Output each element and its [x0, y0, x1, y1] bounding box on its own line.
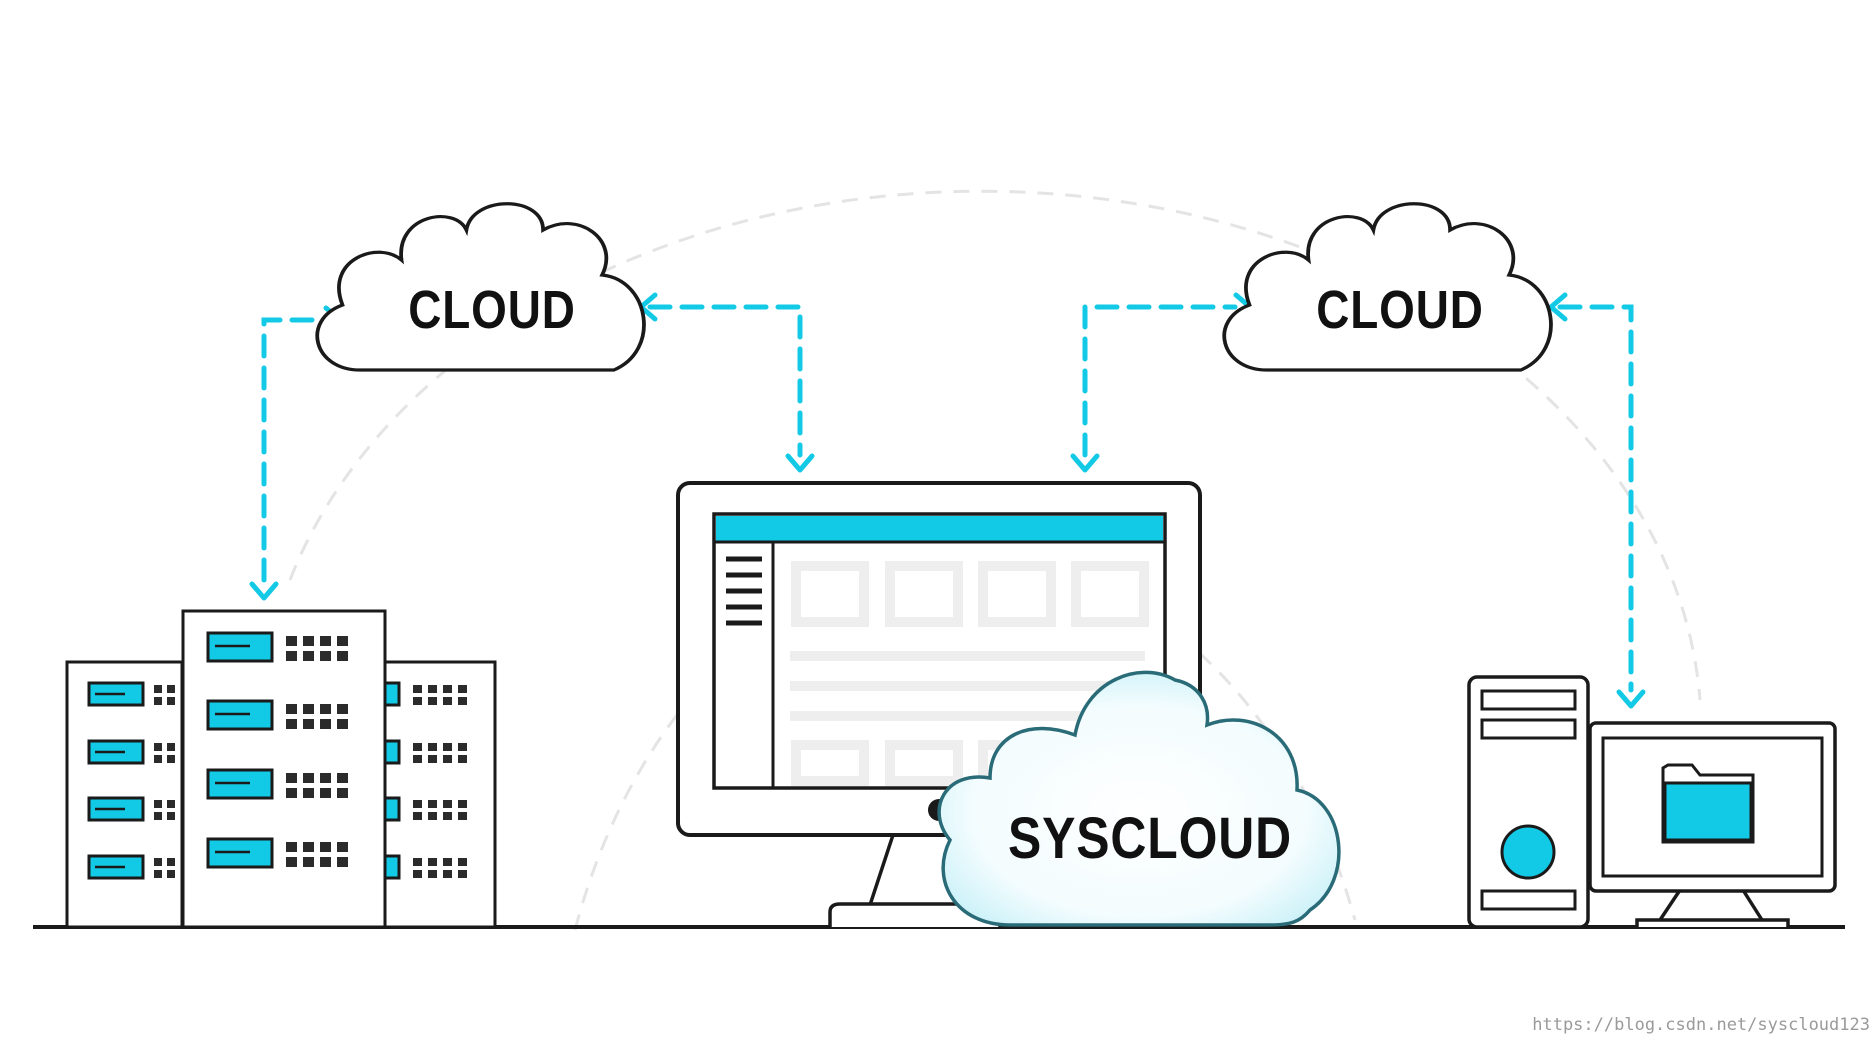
arrow-into-cloud-right-b — [1548, 292, 1568, 322]
monitor-base — [828, 902, 1002, 927]
monitor-content-placeholders — [790, 561, 1149, 786]
syscloud-label: SYSCLOUD — [1008, 807, 1292, 871]
cloud-right-label: CLOUD — [1316, 280, 1483, 340]
cloud-left: CLOUD — [315, 201, 646, 372]
connector-cloud-left-to-monitor — [647, 304, 803, 458]
connectors — [261, 304, 1634, 693]
inner-arc — [573, 554, 1357, 931]
monitor-screen-titlebar — [716, 516, 1163, 541]
connector-monitor-to-cloud-right — [1082, 304, 1238, 458]
watermark: https://blog.csdn.net/syscloud123 — [1532, 1015, 1870, 1035]
server-rack-icon — [65, 609, 497, 929]
connector-server-to-cloud-left — [261, 317, 328, 583]
arrow-into-monitor-a — [785, 453, 815, 473]
arrow-into-desktop — [1616, 689, 1646, 709]
desktop-tower-drive-3 — [1480, 889, 1577, 911]
desktop-tower-power-button — [1500, 824, 1556, 880]
syscloud-icon — [937, 670, 1341, 927]
connector-cloud-right-to-desktop — [1557, 304, 1634, 693]
monitor-sidebar-lines — [726, 556, 762, 626]
arrow-into-server — [249, 581, 279, 601]
folder-icon — [1661, 763, 1755, 844]
cloud-right: CLOUD — [1222, 201, 1553, 372]
desktop-tower-icon — [1467, 675, 1590, 929]
arrow-into-monitor-b — [1070, 453, 1100, 473]
desktop-tower-drive-1 — [1480, 689, 1577, 711]
desktop-tower-drive-2 — [1480, 718, 1577, 740]
cloud-center: SYSCLOUD — [937, 670, 1341, 927]
cloud-left-label: CLOUD — [408, 280, 575, 340]
desktop-monitor-icon — [1588, 721, 1837, 927]
